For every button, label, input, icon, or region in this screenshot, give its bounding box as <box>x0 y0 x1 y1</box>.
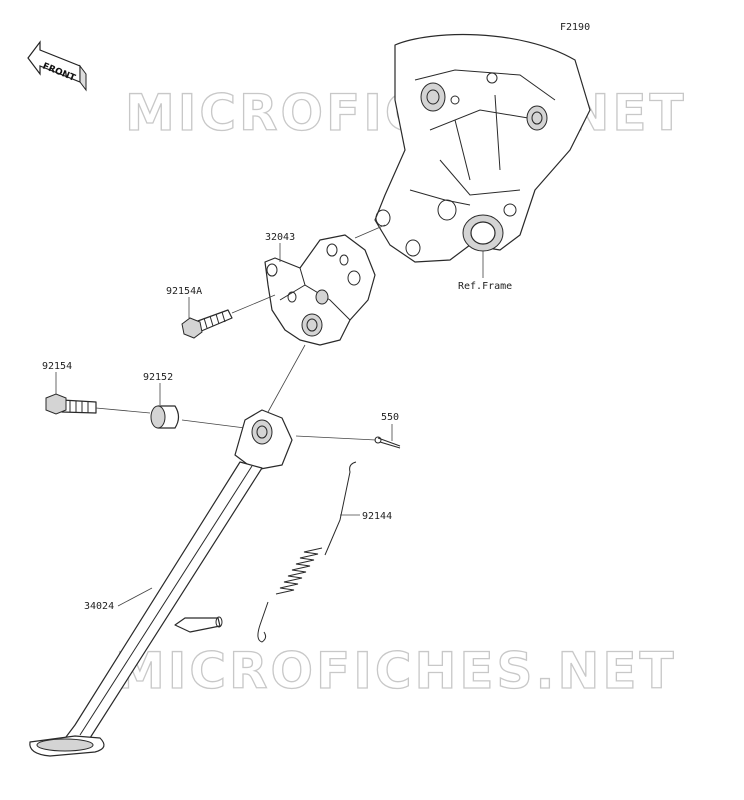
leader-550-path <box>295 435 377 441</box>
leader-bracket-frame <box>354 224 386 239</box>
leader-34024 <box>117 587 153 607</box>
front-arrow-icon: FRONT <box>27 40 87 92</box>
watermark-bottom: MICROFICHES.NET <box>115 642 677 700</box>
cotter-pin-550 <box>374 436 401 449</box>
bolt-92154A <box>181 309 233 339</box>
spring-92144 <box>257 461 357 643</box>
bolt-92154 <box>45 393 97 415</box>
frame-drawing <box>374 33 591 263</box>
label-550: 550 <box>381 412 399 423</box>
leader-92154-path <box>95 407 151 414</box>
collar-92152 <box>150 405 180 429</box>
label-32043: 32043 <box>265 232 295 243</box>
label-92144: 92144 <box>362 511 392 522</box>
label-ref-frame: Ref.Frame <box>458 281 512 292</box>
label-34024: 34024 <box>84 601 114 612</box>
label-92152: 92152 <box>143 372 173 383</box>
label-92154A: 92154A <box>166 286 202 297</box>
label-92154: 92154 <box>42 361 72 372</box>
leader-stand-bracket <box>267 344 306 413</box>
leader-92154A-path <box>231 294 276 314</box>
figure-code: F2190 <box>560 22 590 33</box>
leader-92152-path <box>181 419 246 429</box>
side-stand-34024 <box>29 409 293 757</box>
bracket-32043 <box>264 234 376 346</box>
